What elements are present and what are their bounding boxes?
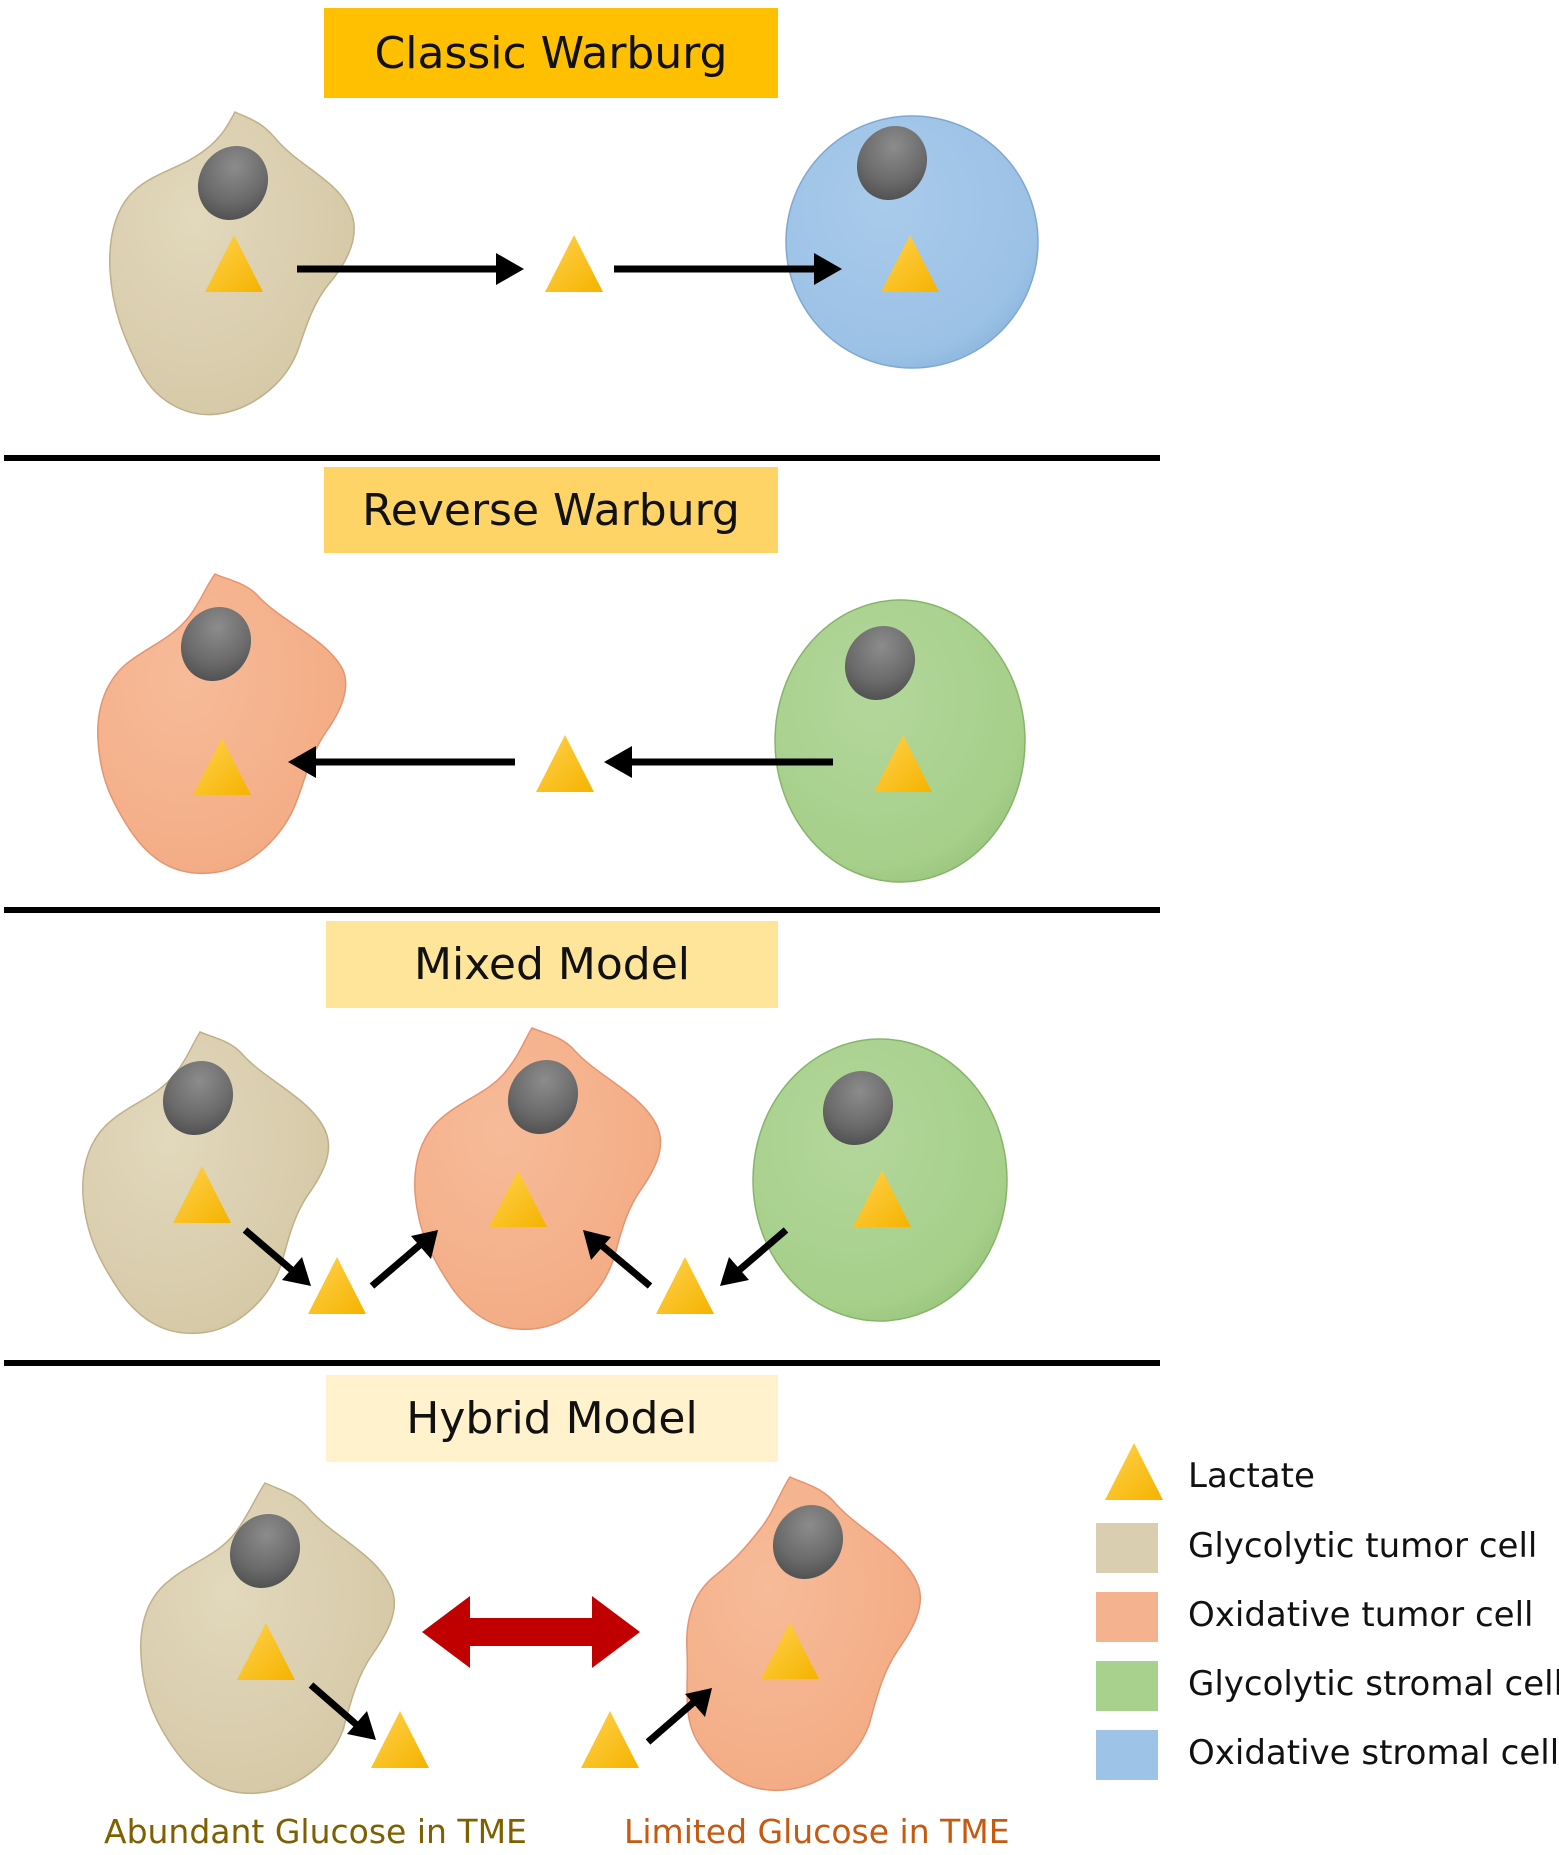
lactate-triangle (205, 235, 263, 292)
lactate-triangle (489, 1170, 547, 1227)
lactate-triangle (308, 1257, 366, 1314)
nucleus (507, 1059, 579, 1135)
nucleus (822, 1070, 894, 1146)
lactate-triangle (853, 1170, 911, 1227)
arrow (604, 746, 833, 778)
panel-title: Reverse Warburg (324, 467, 778, 553)
lactate-triangle (581, 1711, 639, 1768)
arrow (583, 1230, 653, 1289)
lactate-triangle (656, 1257, 714, 1314)
legend-label: Lactate (1188, 1456, 1315, 1496)
lactate-triangle (545, 235, 603, 292)
divider-lines (4, 455, 1160, 1366)
mixed-model-panel (82, 1027, 1008, 1335)
nucleus (197, 145, 269, 221)
arrow (297, 253, 524, 285)
arrow (288, 746, 515, 778)
lactate-triangle (1105, 1443, 1163, 1500)
oxidative-tumor-cell (97, 573, 347, 875)
nucleus (844, 625, 916, 701)
oxidative-tumor-cell (414, 1027, 662, 1331)
legend-swatch (1096, 1592, 1158, 1642)
legend-label: Glycolytic tumor cell (1188, 1526, 1538, 1566)
panel-title: Mixed Model (326, 921, 778, 1008)
lactate-triangle (173, 1166, 231, 1223)
lactate-triangle (237, 1623, 295, 1680)
lactate-triangle (761, 1622, 819, 1679)
oxidative-tumor-cell (686, 1476, 922, 1792)
panel-title: Classic Warburg (324, 8, 778, 98)
nucleus (772, 1504, 844, 1580)
classic-warburg-panel (109, 111, 1039, 416)
legend-swatch (1096, 1661, 1158, 1711)
panel-title: Hybrid Model (326, 1375, 778, 1462)
arrow (369, 1230, 438, 1289)
arrow (242, 1227, 311, 1286)
hybrid-model-panel (140, 1476, 922, 1795)
arrow (614, 253, 842, 285)
caption-abundant-glucose: Abundant Glucose in TME (104, 1812, 527, 1851)
legend-label: Glycolytic stromal cell (1188, 1664, 1559, 1704)
lactate-triangle (874, 735, 932, 792)
bidirectional-arrow (422, 1596, 640, 1668)
lactate-triangle (881, 235, 939, 292)
caption-limited-glucose: Limited Glucose in TME (624, 1812, 1010, 1851)
arrow (308, 1682, 376, 1740)
arrow (720, 1227, 789, 1286)
legend-label: Oxidative stromal cell (1188, 1733, 1559, 1773)
legend-swatch (1096, 1730, 1158, 1780)
nucleus (162, 1060, 234, 1136)
arrow (645, 1688, 712, 1745)
nucleus (229, 1513, 301, 1589)
legend-label: Oxidative tumor cell (1188, 1595, 1534, 1635)
reverse-warburg-panel (97, 573, 1026, 883)
nucleus (856, 125, 928, 201)
nucleus (180, 606, 252, 682)
legend-symbols (1096, 1443, 1163, 1780)
lactate-triangle (193, 738, 251, 795)
legend-swatch (1096, 1523, 1158, 1573)
lactate-triangle (536, 735, 594, 792)
lactate-triangle (371, 1711, 429, 1768)
